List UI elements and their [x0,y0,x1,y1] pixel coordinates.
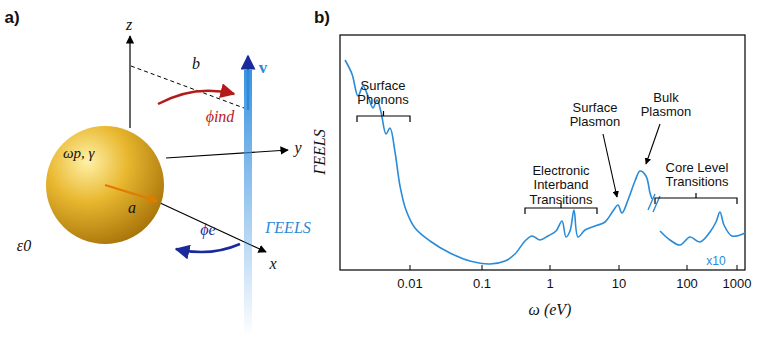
velocity-arrow [247,56,250,110]
material-parameters: ωp, γ [63,145,95,162]
axis-name: z [126,16,132,34]
x-axis-title: ω (eV) [529,301,572,319]
tick-label: 100 [676,277,698,291]
axis-ticks [410,265,737,270]
panel-label: b) [314,9,330,28]
tick-label: 0.1 [473,277,491,291]
radius-label: a [128,199,136,217]
induced-potential-label: ϕind [206,108,235,126]
electron-beam [244,70,252,337]
axis-name: y [294,139,301,157]
axis-name: x [269,255,276,273]
y-axis [166,150,288,158]
velocity-label: v [259,59,268,78]
scale-note: x10 [706,255,725,268]
axis-break [648,194,660,212]
spectrum-curve [345,60,652,264]
plot-frame [340,35,745,270]
metal-sphere: ωp, γ [45,125,165,245]
tick-label: 10 [612,277,626,291]
induced-potential-arrow [158,91,234,104]
permittivity-label: ε0 [17,237,31,255]
leader-arrow [646,124,660,164]
eels-label: ΓEELS [265,219,311,237]
impact-parameter-line [131,66,244,108]
peak-label: Bulk Plasmon [636,91,696,120]
tick-label: 1 [546,277,553,291]
z-axis [129,36,130,128]
sphere-shape [45,125,165,245]
spectrum-curve-scaled [660,212,745,245]
external-potential-arrow [176,244,240,252]
tick-label: 0.01 [397,277,422,291]
region-label: Surface Phonons [348,79,418,108]
impact-parameter: b [192,55,200,73]
tick-label: 1000 [723,277,752,291]
region-label: Electronic Interband Transitions [516,164,606,207]
panel-label: a) [4,9,19,28]
bracket [357,111,410,122]
leader-arrow [603,134,617,197]
bracket [655,193,737,204]
y-axis-title: ΓEELS [311,129,329,175]
external-potential-label: ϕe [200,221,215,239]
peak-label: Surface Plasmon [562,101,628,130]
region-label: Core Level Transitions [655,161,739,190]
